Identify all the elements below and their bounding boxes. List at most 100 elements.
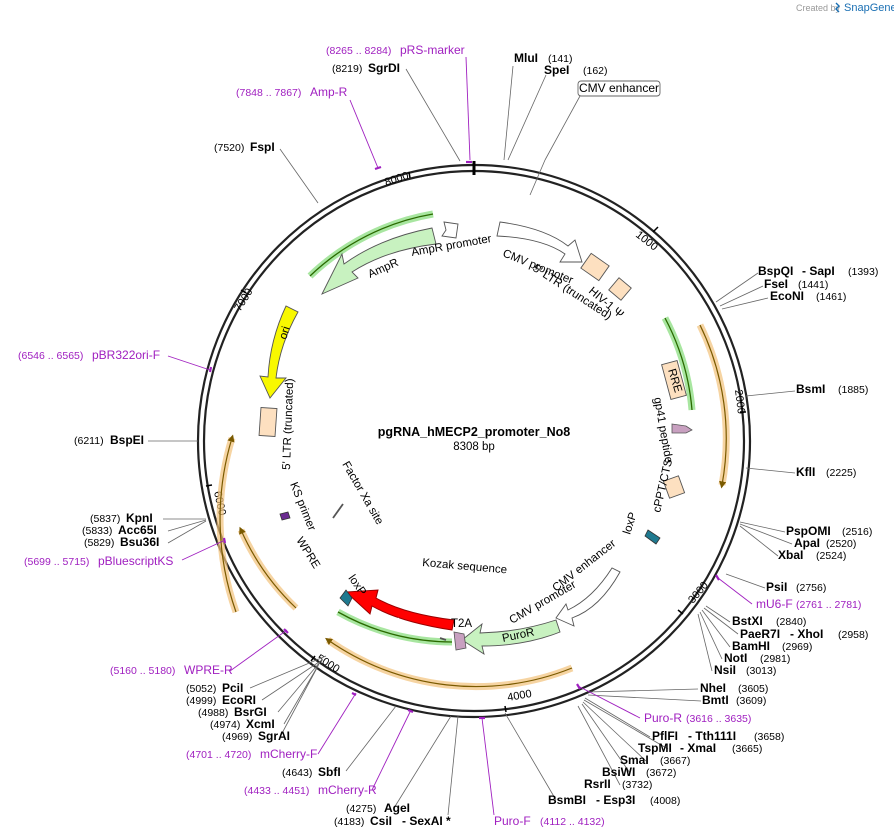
gp41-box (671, 423, 693, 434)
site-econi-pos: (1461) (816, 291, 846, 303)
site-sgrdi: SgrDI (368, 61, 400, 75)
feature-gp41: gp41 peptide (651, 396, 674, 464)
site-bsu36i: Bsu36I (120, 535, 159, 549)
plasmid-size: 8308 bp (453, 441, 495, 453)
site-psii: PsiI (766, 580, 787, 594)
feature-kozak: Kozak sequence (422, 557, 508, 576)
site-sgrai: SgrAI (258, 729, 290, 743)
primer-prs-marker-range: (8265 .. 8284) (326, 45, 391, 57)
site-sbfi: SbfI (318, 765, 341, 779)
site-pcii: PciI (222, 681, 243, 695)
primer-leader-lines (167, 56, 753, 816)
primer-amp-r: Amp-R (310, 85, 348, 99)
site-bsmi-pos: (1885) (838, 384, 868, 396)
site-apai-pos: (2520) (826, 538, 856, 550)
site-xcmi: XcmI (246, 717, 275, 731)
primer-mu6-f: mU6-F (756, 597, 793, 611)
feature-shapes (258, 221, 693, 655)
site-pflfi-pos: (3658) (754, 731, 784, 743)
site-ecori: EcoRI (222, 693, 256, 707)
site-bmti: BmtI (702, 693, 729, 707)
primer-pbr322ori-f: pBR322ori-F (92, 348, 160, 362)
site-xcmi-pos: (4974) (210, 719, 240, 731)
cppt-box (662, 475, 686, 499)
primer-labels: (8265 .. 8284) pRS-marker (7848 .. 7867)… (18, 43, 861, 828)
restriction-sites: MluI (141) SpeI (162) BspQI - SapI (1393… (74, 51, 878, 828)
site-sapi: - SapI (802, 264, 835, 278)
site-acc65i: Acc65I (118, 523, 157, 537)
site-kfli: KflI (796, 465, 815, 479)
feature-wpre: WPRE (293, 535, 322, 571)
loxp-left-box (339, 589, 353, 607)
feature-t2a: T2A (451, 618, 472, 630)
t2a-box (453, 631, 467, 651)
primer-amp-r-range: (7848 .. 7867) (236, 87, 301, 99)
site-paer7i: PaeR7I (740, 627, 780, 641)
site-xbai-pos: (2524) (816, 550, 846, 562)
feature-ltr3: 5' LTR (truncated) (281, 378, 296, 470)
snapgene-logo-icon (835, 2, 840, 13)
green-arcs (307, 210, 696, 646)
tick-4000: 4000 (506, 688, 532, 704)
site-sgrdi-pos: (8219) (332, 63, 362, 75)
site-leader-lines (148, 65, 796, 816)
ori-arrow (259, 305, 299, 399)
cmv-enh-bottom-arrow (555, 567, 621, 627)
tick-8000: 8000 (383, 170, 410, 189)
site-bspqi: BspQI (758, 264, 793, 278)
tick-3000: 3000 (686, 579, 711, 605)
factor-xa-mark (332, 503, 344, 519)
ampr-promoter-arrow (441, 221, 459, 239)
primer-mcherry-f: mCherry-F (260, 747, 317, 761)
primer-pbr322ori-f-range: (6546 .. 6565) (18, 350, 83, 362)
loxp-right-box (644, 529, 661, 545)
site-sgrai-pos: (4969) (222, 731, 252, 743)
site-bspei-pos: (6211) (74, 435, 104, 447)
primer-puro-r: Puro-R (644, 711, 682, 725)
site-tspmi-pos: (3665) (732, 743, 762, 755)
site-econi: EcoNI (770, 289, 804, 303)
cmv-enhancer-box (577, 80, 661, 97)
site-bsmi: BsmI (796, 382, 825, 396)
site-rsrii-pos: (3732) (622, 779, 652, 791)
site-csii-pos: (4183) (334, 816, 364, 828)
site-bamhi-pos: (2969) (782, 641, 812, 653)
credit-text: Created by (796, 3, 841, 13)
primer-mcherry-r: mCherry-R (318, 783, 377, 797)
ltr3-box (258, 406, 278, 438)
primer-marks (208, 160, 720, 720)
site-agei-pos: (4275) (346, 803, 376, 815)
site-esp3i: - Esp3I (596, 793, 635, 807)
site-nhei-pos: (3605) (738, 683, 768, 695)
site-tth111i: - Tth111I (688, 729, 736, 743)
site-smai: SmaI (620, 753, 649, 767)
feature-ks-primer: KS primer (287, 481, 317, 533)
ks-primer-box (279, 511, 291, 521)
site-fsei-pos: (1441) (798, 279, 828, 291)
site-bamhi: BamHI (732, 639, 770, 653)
primer-pbluescriptks: pBluescriptKS (98, 554, 173, 568)
site-psii-pos: (2756) (796, 582, 826, 594)
site-nhei: NheI (700, 681, 726, 695)
ltr5-top-box (580, 252, 610, 282)
site-spei: SpeI (544, 63, 569, 77)
site-fspi-pos: (7520) (214, 142, 244, 154)
site-pflfi: PflFI (652, 729, 678, 743)
feature-cmv-enhancer-box-label: CMV enhancer (579, 81, 659, 95)
site-bspei: BspEI (110, 433, 144, 447)
primer-mu6-f-range: (2761 .. 2781) (796, 599, 861, 611)
site-spei-pos: (162) (583, 65, 608, 77)
site-tspmi: TspMI (638, 741, 672, 755)
site-noti: NotI (724, 651, 747, 665)
primer-wpre-r-range: (5160 .. 5180) (110, 665, 175, 677)
site-bsrgi: BsrGI (234, 705, 267, 719)
site-bsrgi-pos: (4988) (198, 707, 228, 719)
site-nsii: NsiI (714, 663, 736, 677)
cmv-promoter-top-arrow (496, 221, 583, 263)
tick-marks (205, 171, 746, 713)
site-xbai: XbaI (778, 548, 803, 562)
site-agei: AgeI (384, 801, 410, 815)
site-bspqi-pos: (1393) (848, 266, 878, 278)
primer-pbluescriptks-range: (5699 .. 5715) (24, 556, 89, 568)
site-sexai: - SexAI * (402, 814, 451, 828)
